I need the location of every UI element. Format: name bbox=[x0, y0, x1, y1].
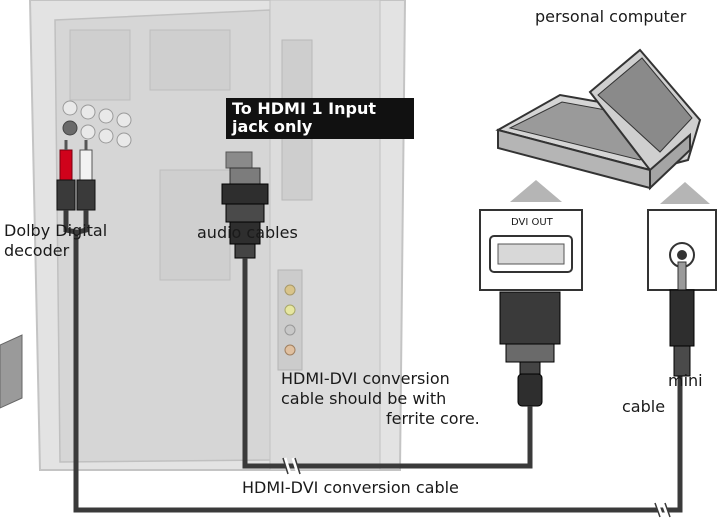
dolby-label-line-2: decoder bbox=[4, 241, 70, 260]
rca-plugs bbox=[56, 140, 96, 211]
audio-cable bbox=[63, 210, 683, 513]
ferrite-note-line-3: ferrite core. bbox=[386, 409, 480, 428]
mini-label: mini bbox=[668, 371, 703, 390]
hdmi-plug bbox=[221, 167, 269, 259]
dolby-label-line-1: Dolby Digital bbox=[4, 221, 108, 240]
dvi-port-box bbox=[479, 209, 583, 291]
ferrite-note-line-2: cable should be with bbox=[281, 389, 447, 408]
personal-computer-label: personal computer bbox=[535, 7, 687, 26]
bottom-caption: HDMI-DVI conversion cable bbox=[240, 478, 461, 498]
arrow-audio bbox=[660, 182, 710, 204]
callout-line-2: jack only bbox=[232, 117, 313, 136]
speaker-box bbox=[0, 334, 23, 409]
callout-line-1: To HDMI 1 Input bbox=[232, 99, 377, 118]
dvi-connector bbox=[499, 291, 561, 412]
laptop-illustration bbox=[495, 48, 702, 191]
ferrite-note-line-1: HDMI-DVI conversion bbox=[281, 369, 450, 388]
hdmi-dvi-cable bbox=[242, 258, 533, 469]
mini-plug bbox=[669, 261, 695, 377]
dvi-out-label: DVI OUT bbox=[511, 217, 553, 228]
hdmi-input-callout: To HDMI 1 Input jack only bbox=[226, 98, 414, 139]
arrow-dvi bbox=[510, 180, 562, 202]
audio-cables-label: audio cables bbox=[197, 223, 298, 242]
cable-label: cable bbox=[622, 397, 666, 416]
